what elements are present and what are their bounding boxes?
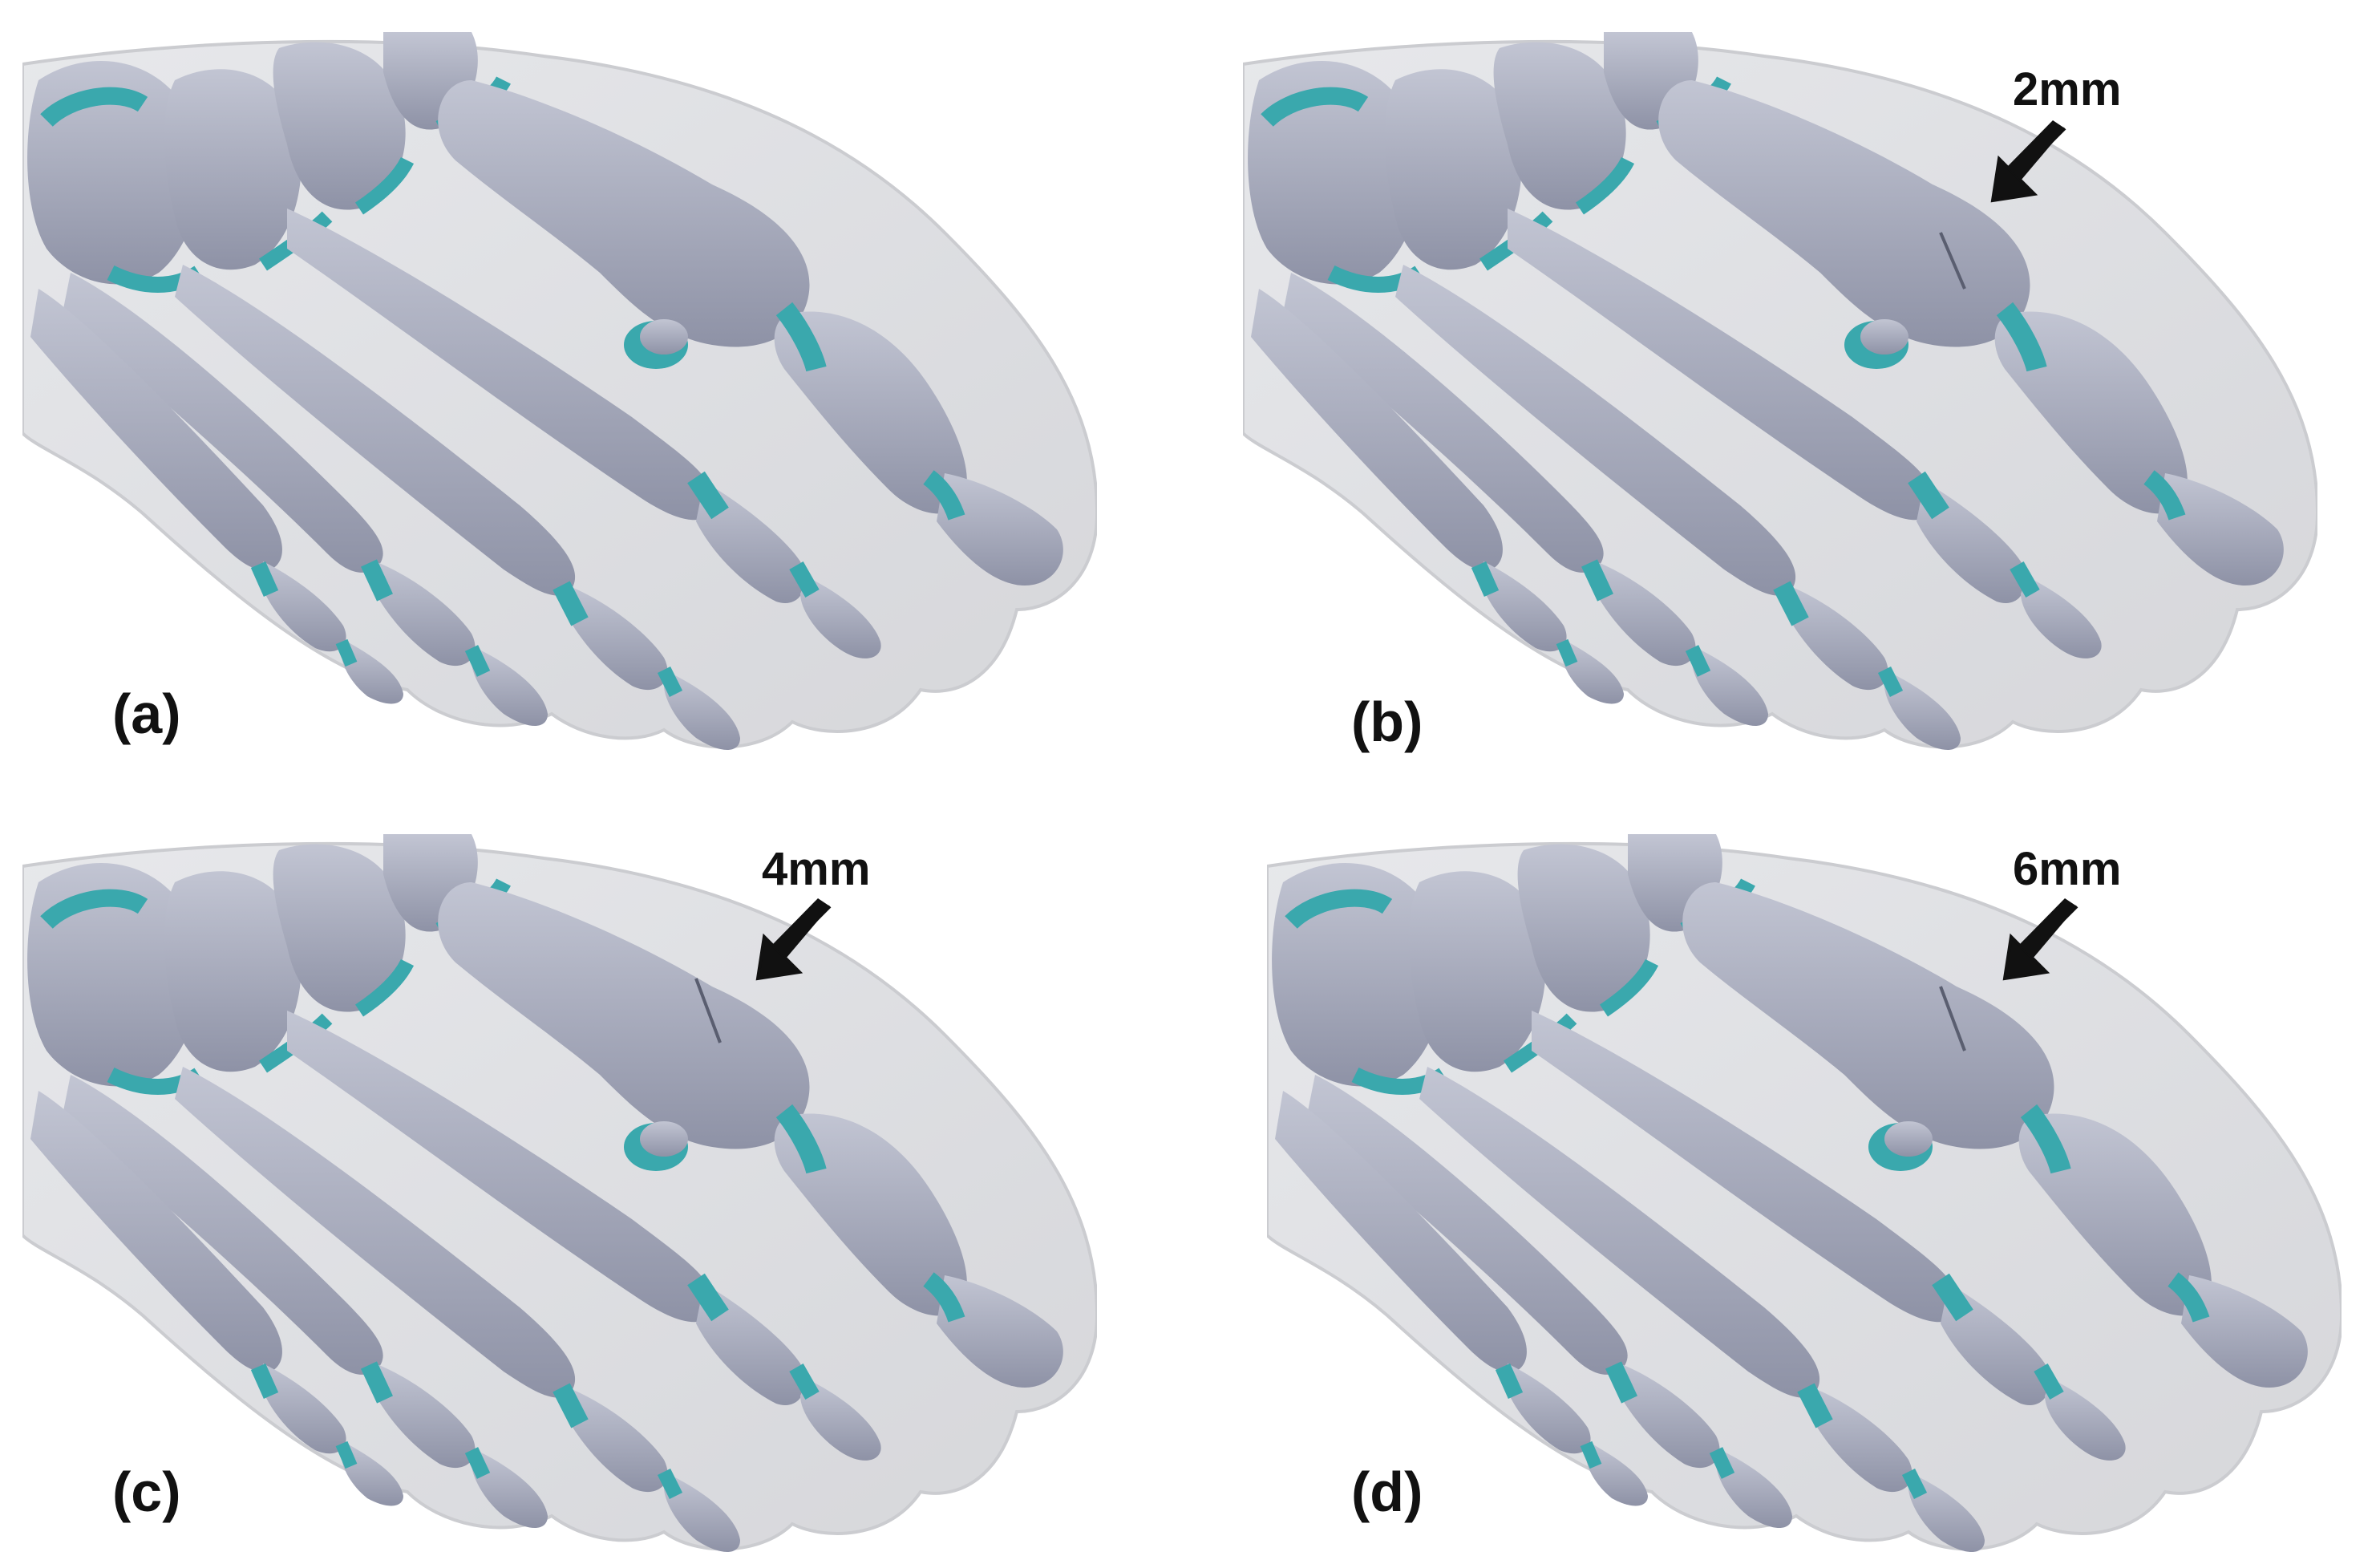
foot-model-image-d bbox=[1267, 834, 2342, 1556]
arrow-icon-d bbox=[2002, 898, 2078, 981]
panel-label-c: (c) bbox=[112, 1461, 181, 1523]
foot-model-image-b bbox=[1243, 32, 2317, 754]
panel-label-a: (a) bbox=[112, 683, 181, 745]
foot-panel-c bbox=[22, 834, 1097, 1556]
foot-panel-b bbox=[1243, 32, 2317, 754]
arrow-icon-c bbox=[755, 898, 832, 981]
foot-model-image-c bbox=[22, 834, 1097, 1556]
callout-text-b: 2mm bbox=[2013, 63, 2122, 115]
foot-model-image-a bbox=[22, 32, 1097, 754]
arrow-icon-b bbox=[1990, 120, 2066, 203]
panel-label-d: (d) bbox=[1351, 1461, 1423, 1523]
panel-label-b: (b) bbox=[1351, 691, 1423, 753]
callout-text-d: 6mm bbox=[2013, 843, 2122, 895]
callout-text-c: 4mm bbox=[762, 843, 871, 895]
foot-panel-a bbox=[22, 32, 1097, 754]
foot-panel-d bbox=[1267, 834, 2342, 1556]
